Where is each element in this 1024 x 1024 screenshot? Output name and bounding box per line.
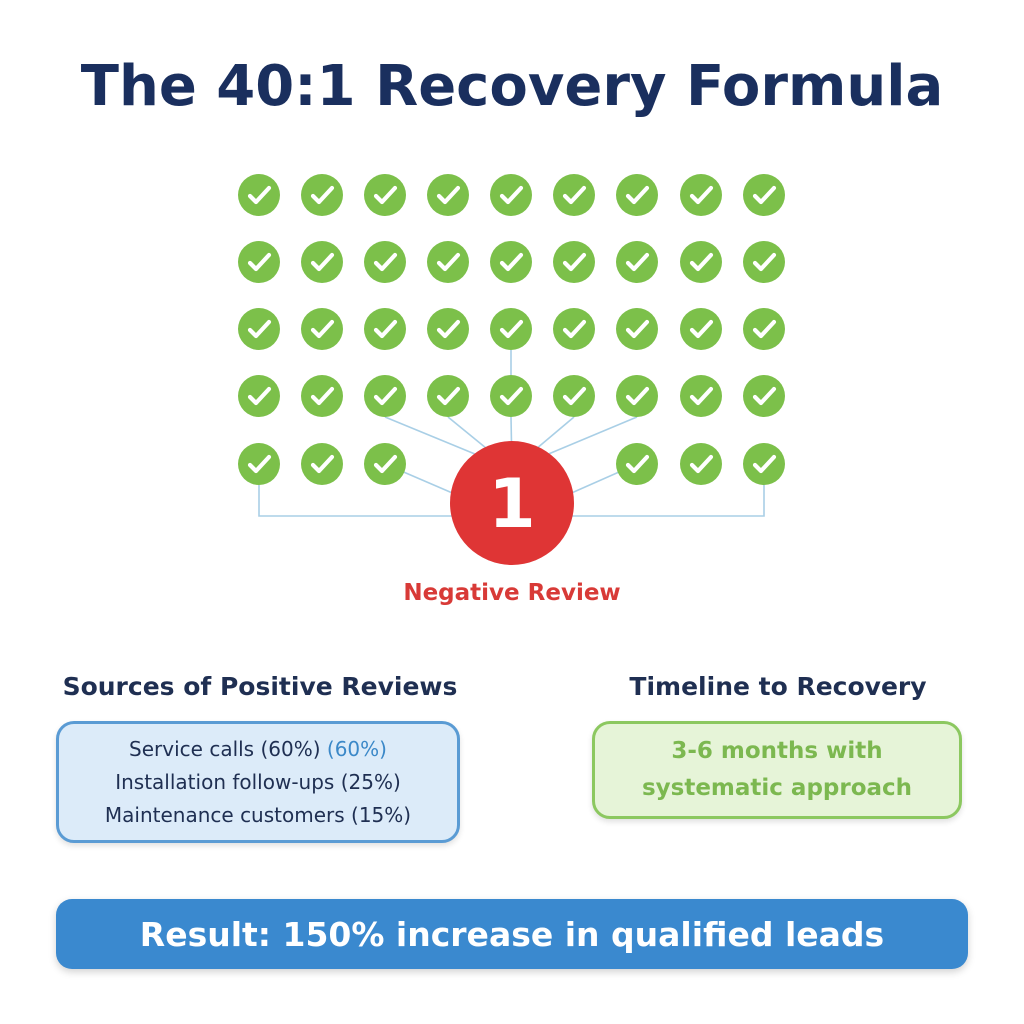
check-circle-icon xyxy=(301,443,343,485)
result-text: Result: 150% increase in qualified leads xyxy=(139,914,885,954)
check-circle-icon xyxy=(301,241,343,283)
check-circle-icon xyxy=(553,174,595,216)
check-circle-icon xyxy=(238,375,280,417)
check-circle-icon xyxy=(616,174,658,216)
check-circle-icon xyxy=(680,443,722,485)
timeline-box: 3-6 months with systematic approach xyxy=(592,721,962,819)
negative-review-circle xyxy=(450,441,574,565)
check-circle-icon xyxy=(301,375,343,417)
check-circle-icon xyxy=(490,375,532,417)
check-circle-icon xyxy=(490,308,532,350)
connector-line xyxy=(570,485,765,517)
check-circle-icon xyxy=(490,174,532,216)
source-item-service-calls: Service calls (60%) (60%) xyxy=(129,736,387,761)
check-circle-icon xyxy=(680,308,722,350)
source-item-extra: (60%) xyxy=(320,736,387,761)
check-circle-icon xyxy=(553,375,595,417)
negative-review-marker: 1 xyxy=(450,441,574,565)
check-circle-icon xyxy=(743,174,785,216)
sources-box: Service calls (60%) (60%) Installation f… xyxy=(56,721,460,843)
check-circle-icon xyxy=(364,443,406,485)
check-circle-icon xyxy=(238,174,280,216)
negative-count: 1 xyxy=(488,465,535,544)
check-circle-icon xyxy=(616,241,658,283)
check-circle-icon xyxy=(616,375,658,417)
check-circle-icon xyxy=(743,375,785,417)
timeline-heading: Timeline to Recovery xyxy=(629,672,927,701)
check-circle-icon xyxy=(680,241,722,283)
check-circle-icon xyxy=(680,375,722,417)
connector-line xyxy=(258,485,454,517)
result-banner: Result: 150% increase in qualified leads xyxy=(56,899,968,969)
check-circle-icon xyxy=(553,308,595,350)
check-circle-icon xyxy=(427,308,469,350)
check-circle-icon xyxy=(427,174,469,216)
check-circle-icon xyxy=(427,241,469,283)
check-circle-icon xyxy=(238,241,280,283)
check-circle-icon xyxy=(553,241,595,283)
sources-heading: Sources of Positive Reviews xyxy=(62,672,458,701)
check-circle-icon xyxy=(301,174,343,216)
timeline-line-2: systematic approach xyxy=(641,775,913,801)
check-circle-icon xyxy=(743,308,785,350)
source-item-maintenance: Maintenance customers (15%) xyxy=(104,802,412,827)
source-item-installation: Installation follow-ups (25%) xyxy=(115,769,401,794)
positive-review-grid xyxy=(238,174,785,485)
check-circle-icon xyxy=(743,241,785,283)
check-circle-icon xyxy=(301,308,343,350)
check-circle-icon xyxy=(680,174,722,216)
check-circle-icon xyxy=(364,308,406,350)
check-circle-icon xyxy=(616,443,658,485)
check-circle-icon xyxy=(743,443,785,485)
check-circle-icon xyxy=(616,308,658,350)
check-circle-icon xyxy=(238,308,280,350)
negative-review-label: Negative Review xyxy=(403,580,621,606)
check-circle-icon xyxy=(490,241,532,283)
page-title: The 40:1 Recovery Formula xyxy=(80,54,944,119)
check-circle-icon xyxy=(427,375,469,417)
check-circle-icon xyxy=(364,375,406,417)
check-circle-icon xyxy=(364,174,406,216)
check-circle-icon xyxy=(364,241,406,283)
check-circle-icon xyxy=(238,443,280,485)
timeline-line-1: 3-6 months with xyxy=(671,738,883,764)
